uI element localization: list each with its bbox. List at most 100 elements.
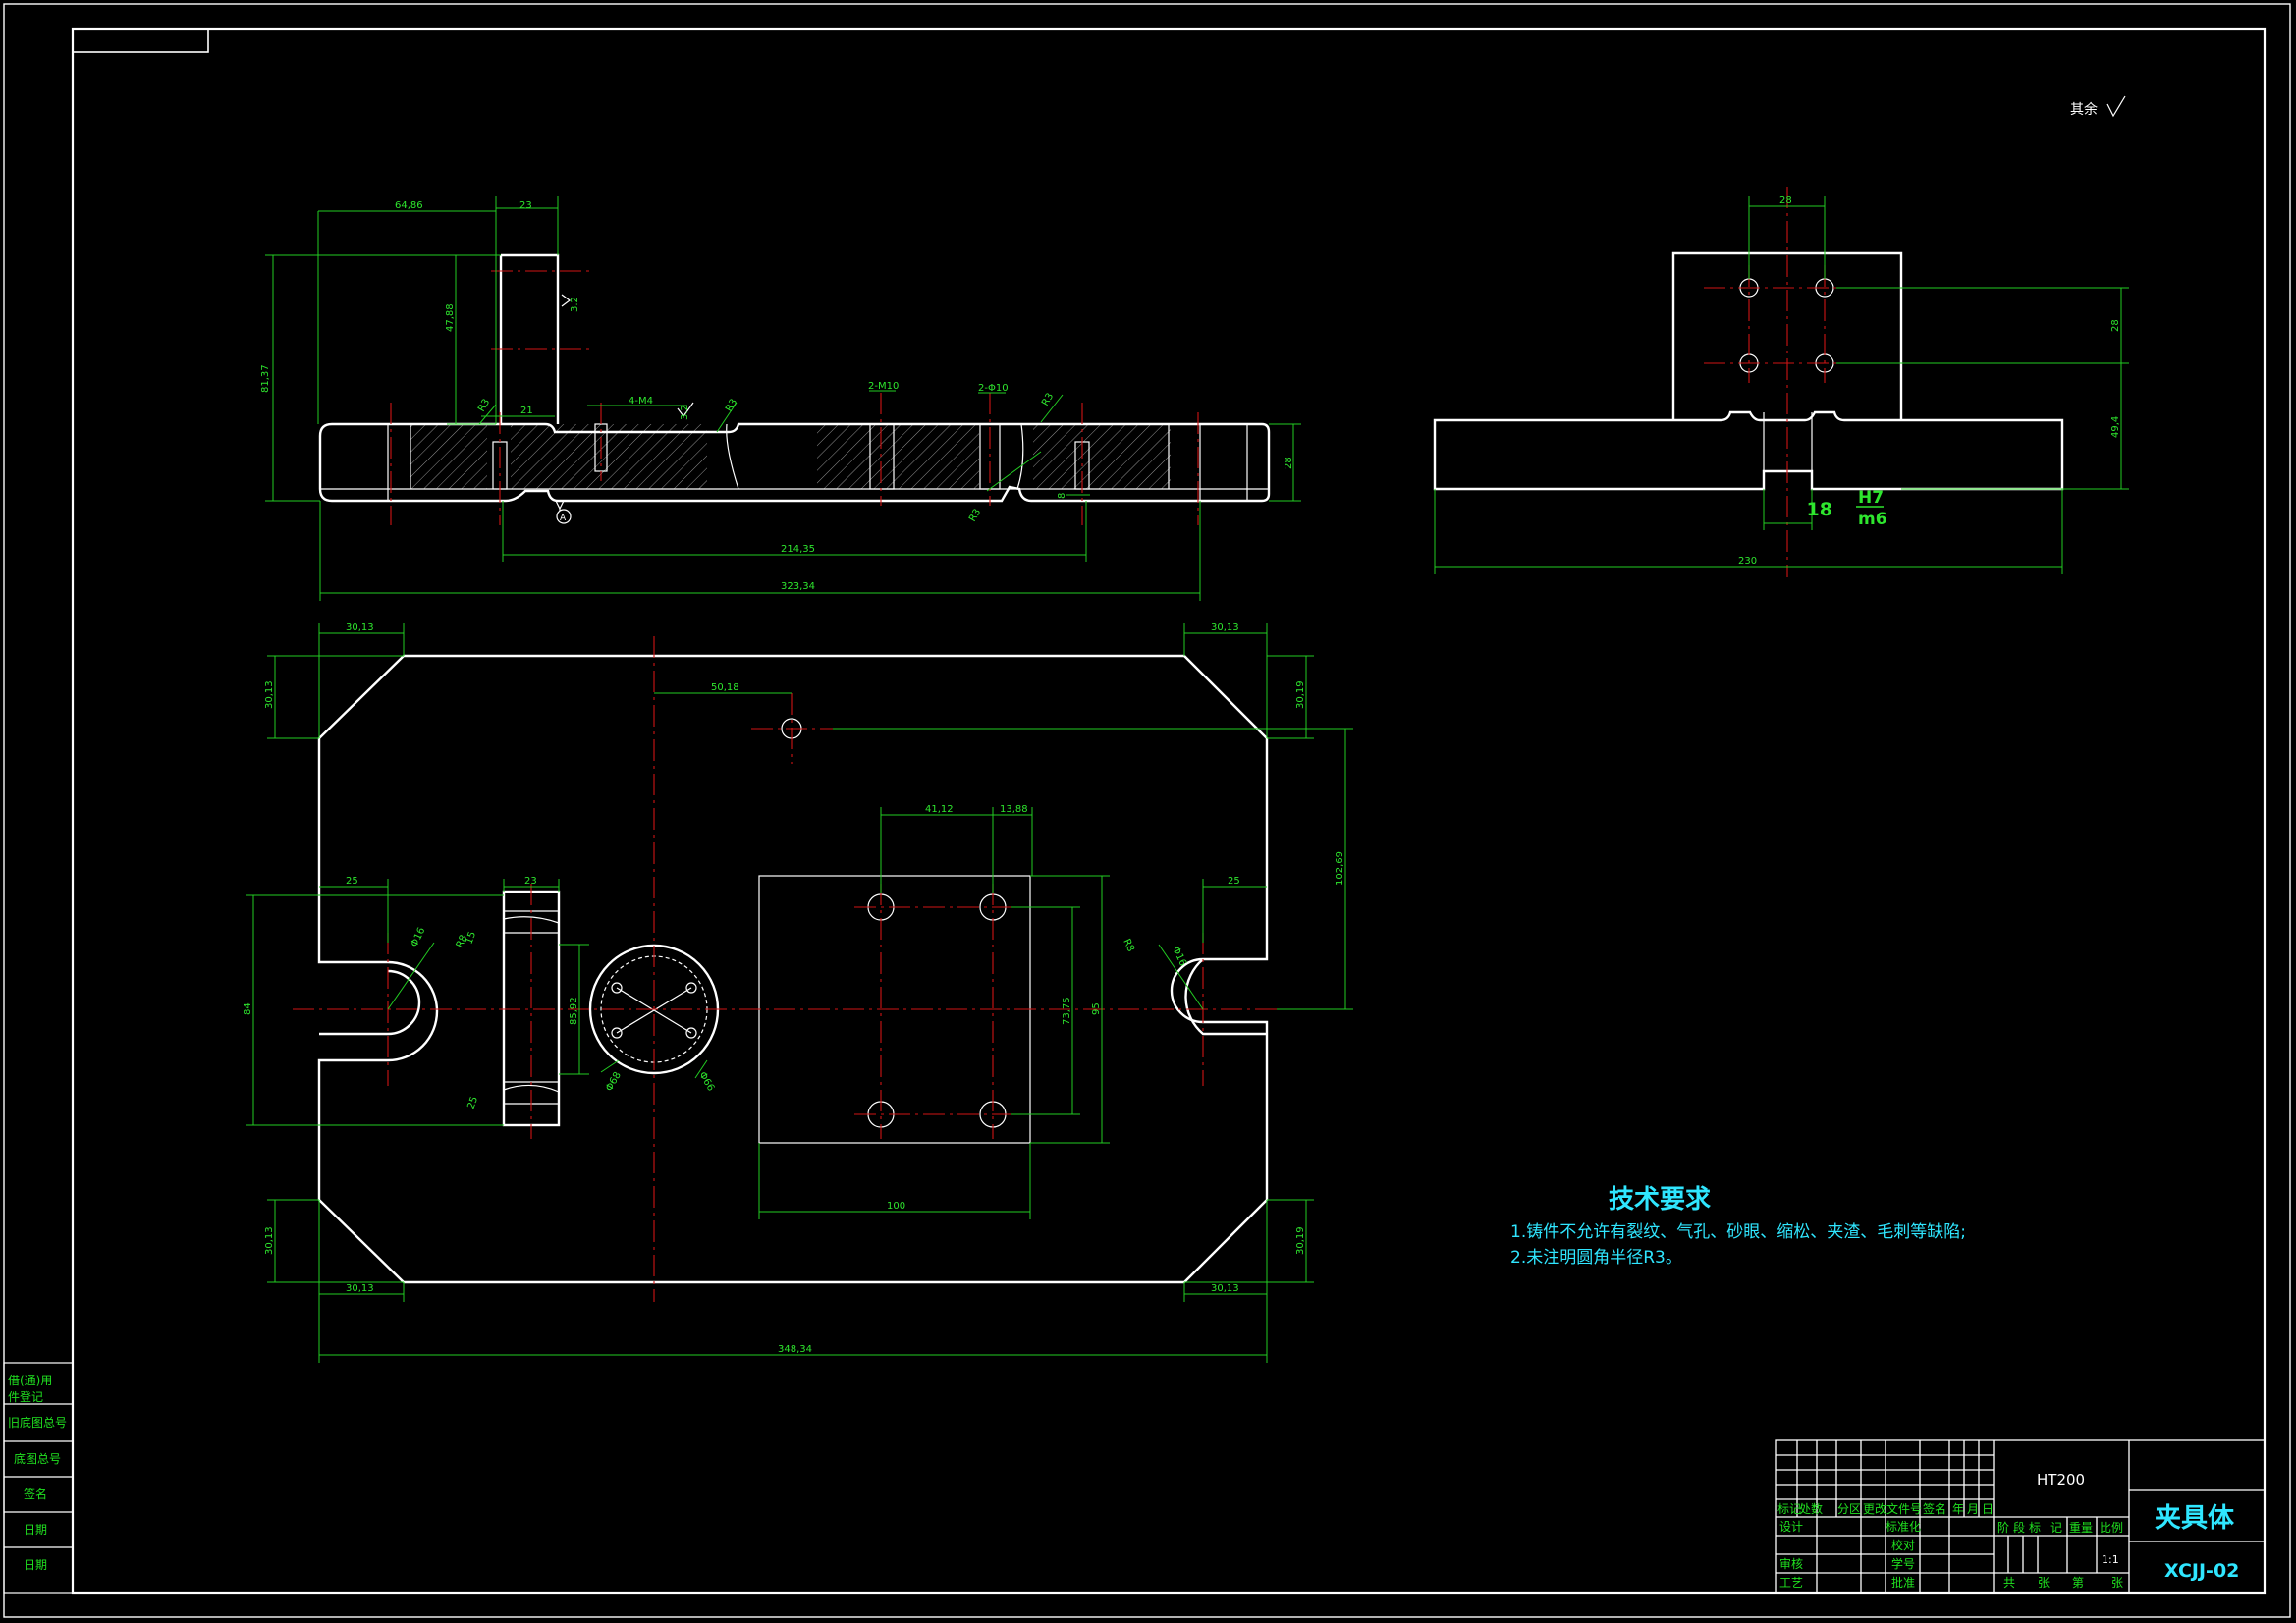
sheet-1: 张: [2038, 1576, 2050, 1590]
fit-size: 18: [1807, 499, 1832, 520]
hdr-zone: 分区: [1837, 1502, 1861, 1516]
dim-h84: 84: [243, 1002, 253, 1015]
dim-w23: 23: [519, 200, 532, 211]
dim-side-h28: 28: [2110, 319, 2121, 332]
dim-w41: 41,12: [925, 804, 954, 815]
stamp-label-4: 底图总号: [14, 1451, 61, 1466]
side-dimension-lines: [1434, 196, 2129, 574]
dim-d68: Φ68: [604, 1070, 624, 1093]
roughness-value-2: 3.2: [680, 405, 690, 420]
roughness-symbol-icon: [2106, 95, 2126, 118]
front-roughness-symbols: [561, 294, 694, 418]
tech-title: 技术要求: [1609, 1185, 1711, 1215]
dim-m10: 2-M10: [868, 381, 899, 392]
drawing-number: XCJJ-02: [2164, 1560, 2239, 1582]
dim-w100: 100: [887, 1201, 905, 1212]
side-outline: [1433, 410, 2064, 491]
dim-d66: Φ66: [696, 1070, 716, 1093]
side-centerlines: [1704, 187, 1876, 577]
title-block: 标记 处数 分区 更改文件号 签名 年 月 日 设计 审核 工艺 标准化 校对 …: [1775, 1439, 2266, 1594]
hdr-count: 处数: [1799, 1501, 1823, 1516]
stage-2: 段: [2013, 1520, 2025, 1535]
revision-grid: 标记 处数 分区 更改文件号 签名 年 月 日 设计 审核 工艺 标准化 校对 …: [1776, 1440, 1995, 1593]
material-block: HT200 阶 段 标 记 重量 比例 1:1 共 张 第 张: [1994, 1471, 2129, 1590]
stamp-label-3: 旧底图总号: [8, 1415, 67, 1430]
row-process: 工艺: [1779, 1576, 1803, 1590]
dim-c30-bl-w: 30,13: [346, 1283, 374, 1294]
dim-c30-bl-h: 30,13: [264, 1226, 275, 1255]
sheet-2: 张: [2111, 1576, 2123, 1590]
dim-h85: 85,92: [569, 997, 579, 1025]
dim-side-w28: 28: [1779, 195, 1792, 206]
dim-h81: 81,37: [260, 364, 271, 393]
side-dimension-texts: 28 28 49,4 230 18 H7 m6: [1738, 195, 2121, 567]
hdr-month: 月: [1967, 1502, 1979, 1516]
dim-side-w230: 230: [1738, 556, 1757, 567]
dim-c30-tr-w: 30,13: [1211, 622, 1239, 633]
top-centerlines: [293, 636, 1294, 1302]
side-upright: [1671, 251, 1903, 420]
datum-marker-a: A: [555, 500, 572, 524]
dim-r8-right: R8: [1121, 938, 1136, 954]
dim-w21: 21: [520, 406, 533, 416]
name-block: 夹具体 XCJJ-02: [2128, 1440, 2265, 1593]
dim-h15: 15: [464, 930, 478, 946]
right-u-slot: [1184, 958, 1267, 1036]
scale-value: 1:1: [2102, 1553, 2119, 1566]
scale-label: 比例: [2100, 1521, 2123, 1535]
row-approve: 批准: [1891, 1575, 1915, 1590]
drawing-frame: [3, 3, 2291, 1618]
dim-d10: 2-Φ10: [978, 383, 1009, 394]
weight-label: 重量: [2069, 1521, 2093, 1535]
stamp-label-7: 日期: [24, 1558, 47, 1572]
dim-w348: 348,34: [778, 1344, 812, 1355]
dim-r3b: R3: [724, 397, 739, 413]
fit-shaft: m6: [1858, 510, 1887, 529]
sheet-total: 共: [2003, 1576, 2015, 1590]
dim-w50: 50,18: [711, 682, 739, 693]
roughness-value-1: 3.2: [570, 297, 580, 312]
dim-h28: 28: [1284, 457, 1294, 469]
row-review: 审核: [1779, 1556, 1803, 1571]
upright-block: [499, 253, 560, 424]
dim-side-h49: 49,4: [2110, 416, 2121, 438]
dim-w64: 64,86: [395, 200, 423, 211]
dim-h95: 95: [1091, 1002, 1102, 1015]
top-dimension-lines: [246, 623, 1353, 1363]
stage-1: 阶: [1997, 1521, 2009, 1535]
row-standard: 标准化: [1886, 1520, 1921, 1534]
front-view: A 64,86 23 47,88 81,37 21 4-M4 2-M10 2-Φ…: [260, 196, 1301, 601]
hdr-day: 日: [1982, 1502, 1994, 1516]
dim-h73: 73,75: [1062, 997, 1072, 1025]
hdr-year: 年: [1952, 1502, 1964, 1516]
dim-w23-block: 23: [524, 876, 537, 887]
stamp-label-5: 签名: [24, 1487, 47, 1501]
dim-r3d: R3: [967, 507, 983, 523]
dim-h102: 102,69: [1335, 851, 1345, 886]
stage-4: 记: [2050, 1521, 2062, 1535]
dim-c30-tl-h: 30,13: [264, 680, 275, 709]
dim-d16-left: Φ16: [410, 926, 428, 948]
dim-h25: 25: [465, 1095, 480, 1110]
dim-r8-left: R8: [455, 934, 470, 950]
dim-c30-tr-h: 30,19: [1295, 680, 1306, 709]
top-dimension-texts: 30,13 30,13 30,13 30,19 30,13 30,13 30,1…: [243, 622, 1345, 1355]
plate-outline: [317, 654, 1269, 1284]
row-design: 设计: [1779, 1520, 1803, 1534]
dim-c30-tl-w: 30,13: [346, 622, 374, 633]
dim-w323: 323,34: [781, 581, 815, 592]
roughness-note-text: 其余: [2070, 101, 2098, 118]
dim-w13: 13,88: [1000, 804, 1028, 815]
dim-w25-right: 25: [1228, 876, 1240, 887]
stage-3: 标: [2029, 1521, 2041, 1535]
fit-hole: H7: [1858, 488, 1884, 508]
dim-c30-br-h: 30,19: [1295, 1226, 1306, 1255]
dim-c30-br-w: 30,13: [1211, 1283, 1239, 1294]
section-hatching: [410, 424, 1171, 489]
stamp-label-1: 借(通)用: [8, 1374, 52, 1387]
dim-r8: 8: [1057, 493, 1067, 499]
hdr-sign: 签名: [1923, 1501, 1946, 1516]
dim-m4: 4-M4: [629, 396, 653, 406]
stamp-label-6: 日期: [24, 1523, 47, 1537]
